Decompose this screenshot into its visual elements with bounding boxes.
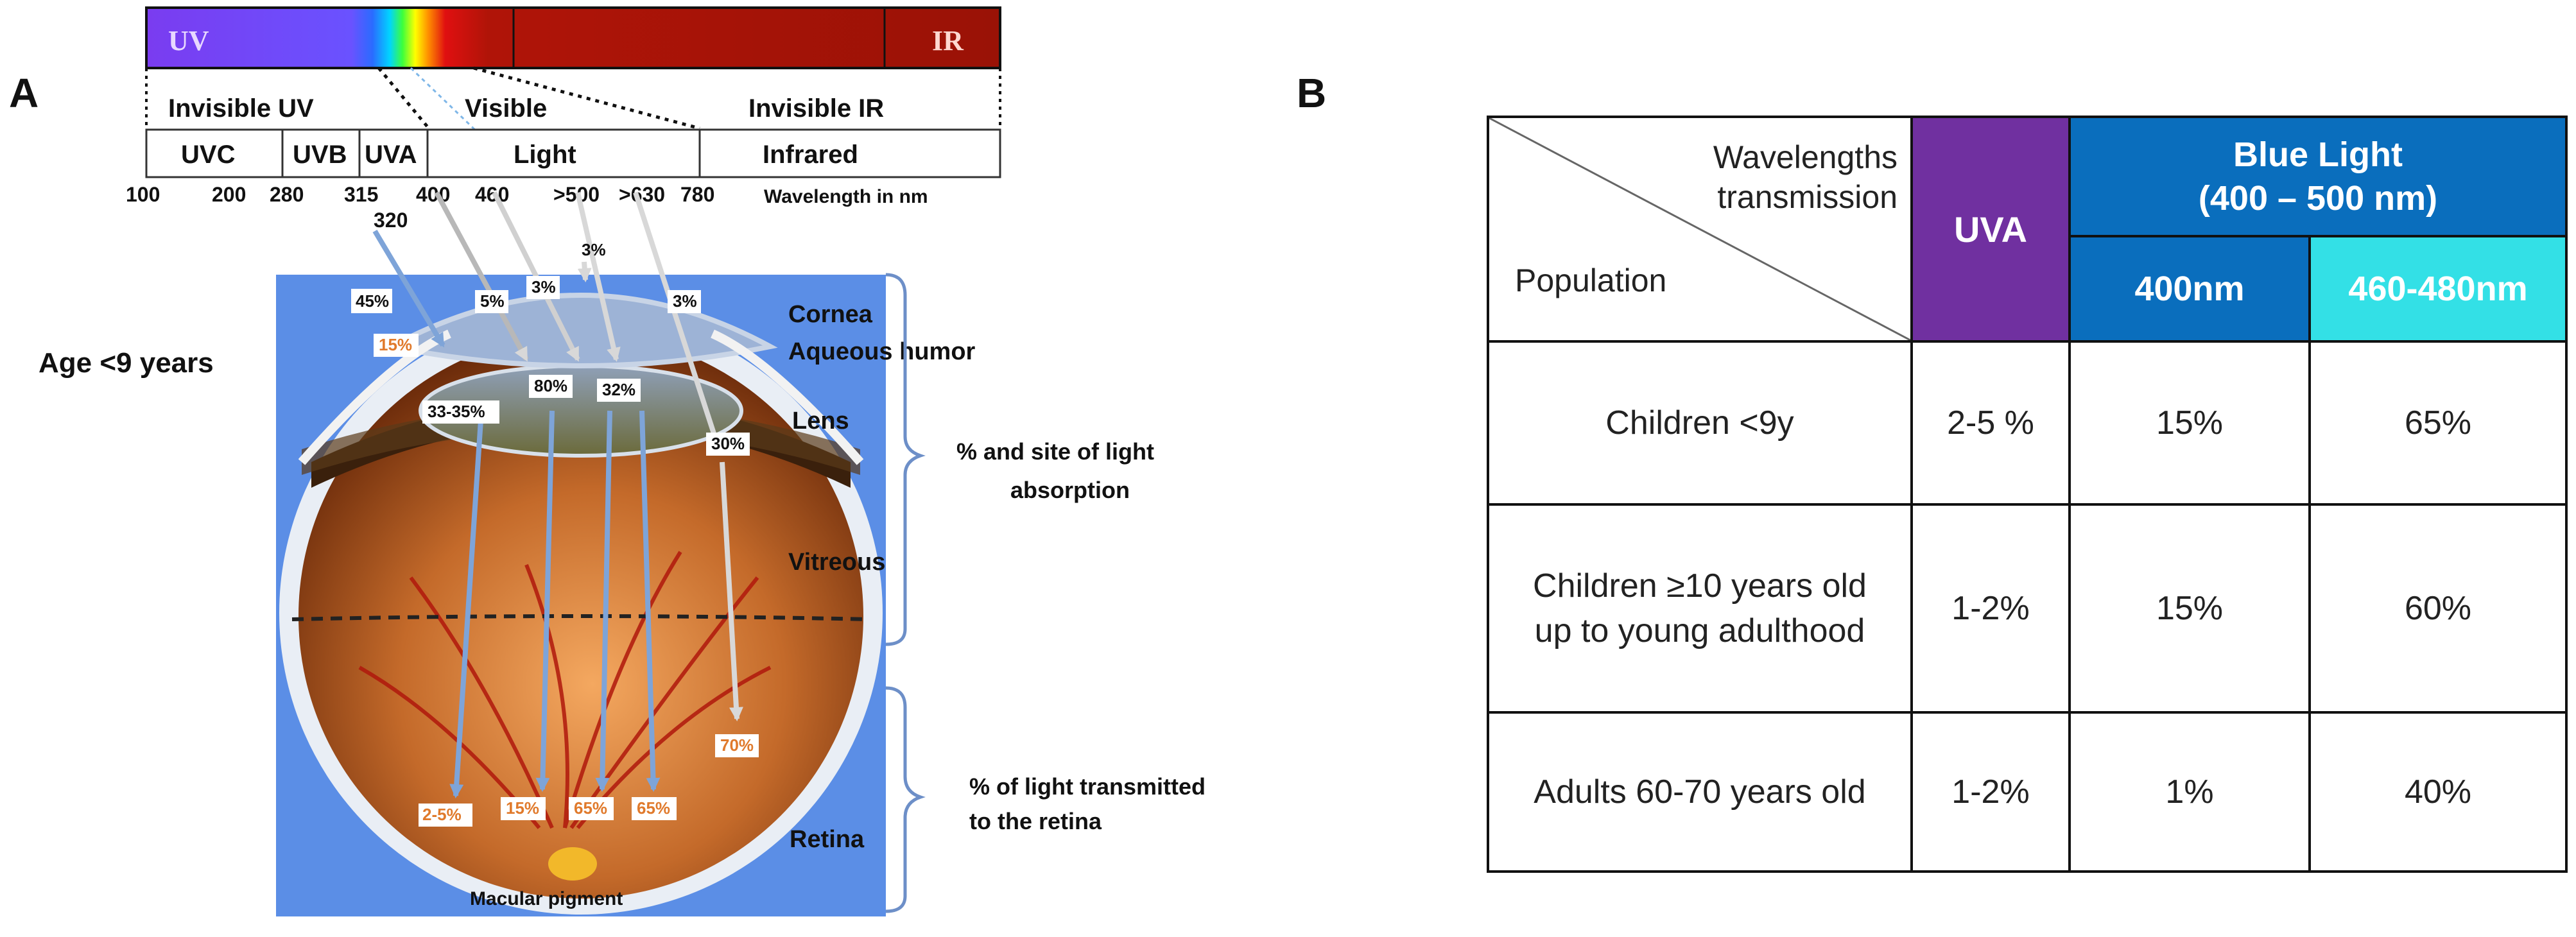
row-population: Children <9y (1487, 340, 1913, 506)
header-wavelengths: Wavelengths (1713, 139, 1897, 175)
label-lens: Lens (792, 408, 849, 434)
row-uva: 2-5 % (1910, 340, 2071, 506)
pct-65a: 65% (574, 798, 607, 818)
tick-label: 280 (270, 183, 304, 206)
wavelength-unit: Wavelength in nm (764, 186, 928, 207)
row-400nm: 15% (2068, 503, 2311, 714)
pct-65b: 65% (637, 798, 670, 818)
pct-80: 80% (534, 376, 567, 395)
pct-3a: 3% (532, 277, 556, 297)
pct-2-5: 2-5% (422, 805, 462, 824)
population-line: up to young adulthood (1534, 612, 1865, 649)
pct-3-top: 3% (582, 240, 606, 259)
tick-label: 400 (416, 183, 450, 206)
pct-33-35: 33-35% (428, 402, 485, 421)
absorption-label-2: absorption (1010, 477, 1130, 503)
uv-label: UV (168, 25, 209, 56)
tick-label: 460 (475, 183, 509, 206)
header-blue-light-title: Blue Light (2233, 135, 2403, 174)
absorption-label-1: % and site of light (956, 438, 1154, 465)
pct-3-ir: 3% (673, 291, 697, 311)
pct-aqueous-15: 15% (379, 335, 412, 354)
band-light: Light (514, 141, 576, 169)
pct-5: 5% (480, 291, 505, 311)
tick-320: 320 (374, 209, 408, 232)
age-label: Age <9 years (39, 347, 214, 379)
table-row: Children ≥10 years old up to young adult… (1487, 503, 2568, 714)
panel-a-letter: A (9, 70, 39, 116)
pct-uv45: 45% (356, 291, 389, 311)
band-invisible-uv: Invisible UV (168, 94, 314, 123)
percent-labels: 45% 15% 5% 3% 3% 3% 33-35% 80% 32% 30% 7… (351, 240, 759, 827)
header-blue-light-range: (400 – 500 nm) (2198, 179, 2438, 218)
band-uvb: UVB (293, 141, 347, 169)
tick-label: 200 (212, 183, 246, 206)
row-population: Adults 60-70 years old (1487, 711, 1913, 873)
table-row: Children <9y 2-5 % 15% 65% (1487, 340, 2568, 506)
spectrum-bar: UV IR (145, 6, 1001, 69)
header-transmission: transmission (1717, 179, 1897, 215)
tick-label: >630 (619, 183, 665, 206)
band-visible: Visible (465, 94, 547, 123)
row-population: Children ≥10 years old up to young adult… (1487, 503, 1913, 714)
row-400nm: 1% (2068, 711, 2311, 873)
band-infrared: Infrared (763, 141, 858, 169)
row-460nm: 65% (2308, 340, 2568, 506)
label-vitreous: Vitreous (788, 549, 885, 576)
row-460nm: 40% (2308, 711, 2568, 873)
band-uva: UVA (365, 141, 417, 169)
pct-30: 30% (711, 434, 745, 453)
header-460-480nm: 460-480nm (2308, 235, 2568, 343)
row-400nm: 15% (2068, 340, 2311, 506)
transmitted-label-1: % of light transmitted (969, 773, 1206, 800)
sub-band-row: UVC UVB UVA Light Infrared (145, 128, 1001, 178)
band-invisible-ir: Invisible IR (748, 94, 884, 123)
transmitted-label-2: to the retina (969, 808, 1102, 834)
row-460nm: 60% (2308, 503, 2568, 714)
tick-label: 315 (344, 183, 378, 206)
header-blue-light: Blue Light (400 – 500 nm) (2068, 116, 2568, 237)
label-aqueous: Aqueous humor (788, 338, 976, 365)
header-uva: UVA (1910, 116, 2071, 343)
pct-70: 70% (720, 735, 754, 755)
row-uva: 1-2% (1910, 503, 2071, 714)
tick-label: 100 (126, 183, 160, 206)
table-row: Adults 60-70 years old 1-2% 1% 40% (1487, 711, 2568, 873)
wavelength-ticks: 100 200 280 315 400 460 >500 >630 780 32… (126, 183, 928, 232)
pct-15: 15% (506, 798, 539, 818)
table-corner-header: Wavelengths transmission Population (1487, 116, 1913, 343)
macular-pigment-label: Macular pigment (470, 888, 623, 909)
tick-label: 780 (680, 183, 714, 206)
panel-b-letter: B (1297, 70, 1327, 116)
header-population: Population (1515, 262, 1667, 298)
label-cornea: Cornea (788, 301, 873, 328)
population-line: Adults 60-70 years old (1534, 773, 1866, 811)
band-uvc: UVC (181, 141, 235, 169)
population-line: Children <9y (1605, 404, 1794, 442)
transmission-table: Wavelengths transmission Population UVA … (1487, 116, 2568, 873)
light-arrows (372, 191, 743, 798)
structure-labels: Cornea Aqueous humor Lens Vitreous Retin… (788, 301, 976, 853)
eye-diagram: UV IR Invisible UV Visible Invisible IR … (39, 6, 1206, 916)
label-retina: Retina (790, 826, 865, 853)
pct-32: 32% (602, 380, 635, 399)
ir-label: IR (932, 25, 964, 56)
row-uva: 1-2% (1910, 711, 2071, 873)
population-line: Children ≥10 years old (1533, 567, 1867, 605)
header-400nm: 400nm (2068, 235, 2311, 343)
